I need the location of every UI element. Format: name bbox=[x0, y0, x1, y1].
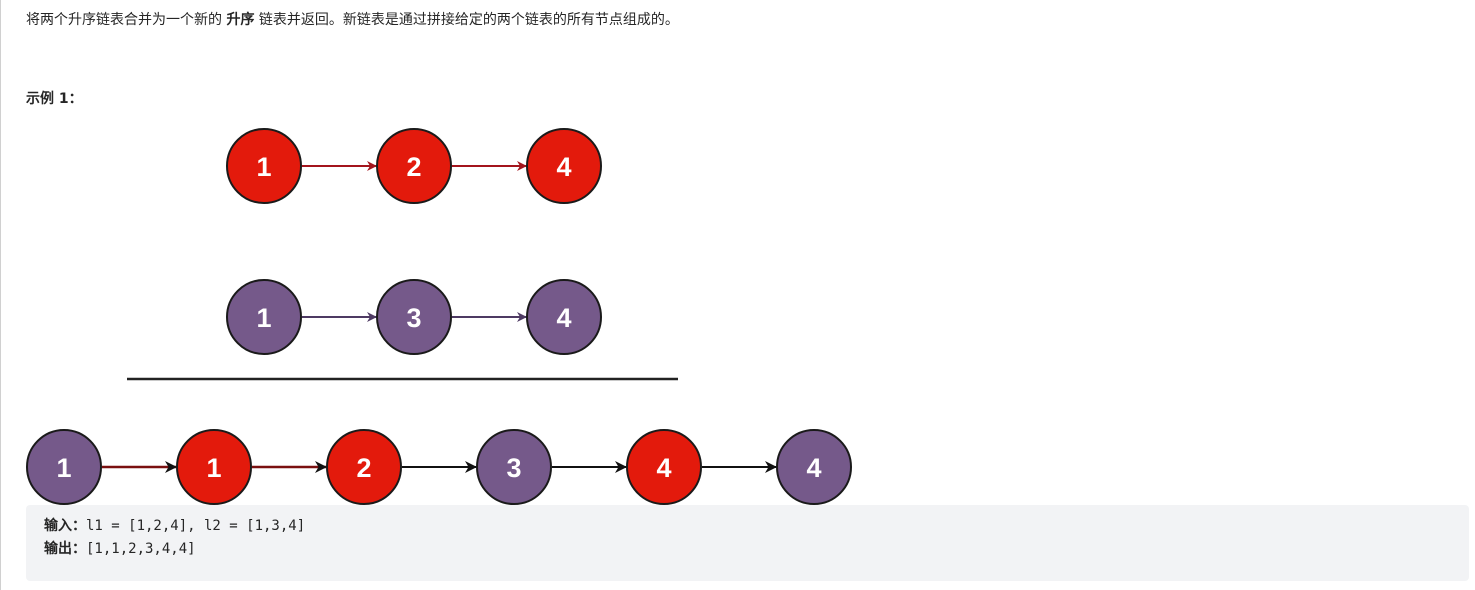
merged-node-value: 1 bbox=[56, 453, 71, 483]
merged-node-value: 3 bbox=[506, 453, 521, 483]
list1-node-value: 4 bbox=[556, 152, 571, 182]
merged-node: 3 bbox=[476, 429, 552, 505]
merged-node-value: 1 bbox=[206, 453, 221, 483]
list2-node: 3 bbox=[376, 279, 452, 355]
description-emphasis: 升序 bbox=[226, 12, 255, 28]
list2-node-value: 3 bbox=[406, 303, 421, 333]
problem-description: 将两个升序链表合并为一个新的 升序 链表并返回。新链表是通过拼接给定的两个链表的… bbox=[26, 10, 679, 30]
list1-node: 1 bbox=[226, 128, 302, 204]
merged-node-value: 4 bbox=[656, 453, 671, 483]
list2-node-value: 1 bbox=[256, 303, 271, 333]
merged-node-value: 4 bbox=[806, 453, 821, 483]
merged-node: 4 bbox=[626, 429, 702, 505]
merged-node-value: 2 bbox=[356, 453, 371, 483]
input-value: l1 = [1,2,4], l2 = [1,3,4] bbox=[86, 518, 306, 534]
list2-node: 1 bbox=[226, 279, 302, 355]
output-label: 输出： bbox=[44, 541, 86, 557]
input-line: 输入：l1 = [1,2,4], l2 = [1,3,4] bbox=[44, 515, 1451, 538]
left-border bbox=[0, 0, 1, 590]
input-label: 输入： bbox=[44, 518, 86, 534]
list1-node: 4 bbox=[526, 128, 602, 204]
example-code-block: 输入：l1 = [1,2,4], l2 = [1,3,4] 输出：[1,1,2,… bbox=[26, 505, 1469, 581]
list1-node-value: 2 bbox=[406, 152, 421, 182]
description-text-1: 将两个升序链表合并为一个新的 bbox=[26, 12, 227, 28]
merged-node: 2 bbox=[326, 429, 402, 505]
output-line: 输出：[1,1,2,3,4,4] bbox=[44, 538, 1451, 561]
merged-node: 4 bbox=[776, 429, 852, 505]
merged-node: 1 bbox=[176, 429, 252, 505]
description-text-2: 链表并返回。新链表是通过拼接给定的两个链表的所有节点组成的。 bbox=[254, 12, 679, 28]
merged-node: 1 bbox=[26, 429, 102, 505]
output-value: [1,1,2,3,4,4] bbox=[86, 541, 196, 557]
list2-node: 4 bbox=[526, 279, 602, 355]
example-title: 示例 1： bbox=[26, 91, 83, 107]
list2-node-value: 4 bbox=[556, 303, 571, 333]
list1-node: 2 bbox=[376, 128, 452, 204]
list1-node-value: 1 bbox=[256, 152, 271, 182]
